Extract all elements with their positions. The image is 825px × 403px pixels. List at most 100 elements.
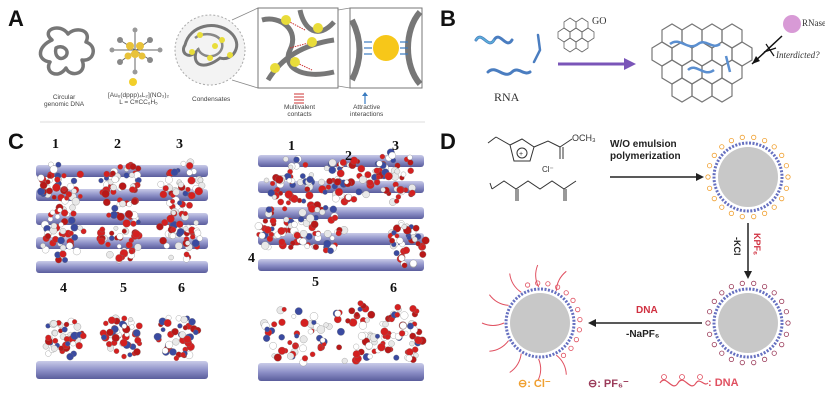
atom xyxy=(393,354,400,361)
atom xyxy=(61,173,67,179)
atom xyxy=(45,350,52,357)
atom xyxy=(116,212,125,221)
counterion xyxy=(563,290,569,296)
atom xyxy=(270,180,276,187)
atom xyxy=(109,235,115,241)
panel-b: B xyxy=(430,0,825,125)
atom xyxy=(376,160,383,167)
counterion xyxy=(706,163,713,169)
atom xyxy=(97,237,106,245)
atom xyxy=(177,323,183,329)
atom xyxy=(103,170,110,178)
atom xyxy=(116,243,122,249)
right-molecule-1-label: 1 xyxy=(288,139,295,154)
atom xyxy=(51,330,59,337)
atom xyxy=(108,316,116,325)
counterion xyxy=(570,297,576,303)
panel-d-label: D xyxy=(440,129,456,154)
atom xyxy=(119,200,127,208)
atom xyxy=(336,169,345,178)
atom xyxy=(345,318,351,324)
atom xyxy=(128,237,134,243)
atom xyxy=(193,220,199,226)
atom xyxy=(99,226,106,233)
panel-b-illustration xyxy=(474,15,801,103)
atom xyxy=(376,174,381,180)
atom xyxy=(73,323,82,331)
atom xyxy=(49,209,56,216)
atom xyxy=(294,307,303,316)
counterion xyxy=(555,284,561,290)
dna-legend-icon xyxy=(659,379,709,387)
atom xyxy=(121,353,127,360)
atom xyxy=(180,160,187,167)
atom xyxy=(277,227,286,235)
atom xyxy=(171,210,177,216)
atom xyxy=(380,187,386,193)
atom xyxy=(278,334,285,341)
atom xyxy=(110,184,117,191)
counterion xyxy=(706,331,713,337)
atom xyxy=(334,310,342,317)
atom xyxy=(355,188,363,196)
atom xyxy=(132,329,141,337)
atom xyxy=(118,182,127,191)
counterion xyxy=(706,309,713,315)
atom xyxy=(406,235,412,241)
counterion xyxy=(535,280,541,286)
panel-c-illustration xyxy=(36,148,430,381)
particle-dna xyxy=(481,264,583,382)
molecule-cluster-5 xyxy=(96,210,143,264)
dna-strand xyxy=(537,358,542,382)
counterion xyxy=(761,356,768,362)
atom xyxy=(66,242,74,250)
atom xyxy=(111,175,119,183)
atom xyxy=(414,336,423,345)
molecule-cluster-2 xyxy=(98,161,142,212)
particle-core xyxy=(510,293,570,353)
atom xyxy=(60,244,67,251)
atom xyxy=(322,205,329,211)
atom xyxy=(57,207,63,213)
atom xyxy=(65,341,71,347)
atom xyxy=(353,343,360,350)
circular-dna-icon xyxy=(38,26,95,76)
rna-label: RNA xyxy=(494,90,520,104)
atom xyxy=(186,169,193,176)
atom xyxy=(165,340,174,349)
atom xyxy=(323,165,330,171)
go-label: GO xyxy=(592,16,607,27)
atom xyxy=(42,343,49,350)
atom xyxy=(329,235,335,241)
attractive-legend-arrow-icon xyxy=(362,92,368,104)
atom xyxy=(168,254,174,261)
atom xyxy=(116,233,124,240)
dna-arrow-icon xyxy=(588,319,702,327)
atom xyxy=(407,167,414,174)
atom xyxy=(320,337,326,343)
atom xyxy=(113,348,120,354)
atom xyxy=(159,236,167,245)
atom xyxy=(345,193,352,201)
atom xyxy=(380,327,389,336)
atom xyxy=(63,321,70,328)
counterion xyxy=(739,214,745,220)
atom xyxy=(51,194,57,200)
atom xyxy=(121,323,127,329)
atom xyxy=(405,348,414,356)
atom xyxy=(186,162,194,170)
atom xyxy=(128,249,135,255)
atom xyxy=(396,237,404,244)
counterion xyxy=(577,317,583,323)
atom xyxy=(394,303,402,311)
atom xyxy=(384,172,393,181)
atom xyxy=(70,223,79,232)
atom xyxy=(409,189,416,197)
atom xyxy=(80,228,87,235)
atom xyxy=(327,247,334,255)
crosslinker-monomer-icon xyxy=(489,180,577,201)
atom xyxy=(119,338,128,347)
dna-strand xyxy=(481,322,505,326)
atom xyxy=(50,222,58,230)
molecule-cluster-15 xyxy=(387,220,430,269)
